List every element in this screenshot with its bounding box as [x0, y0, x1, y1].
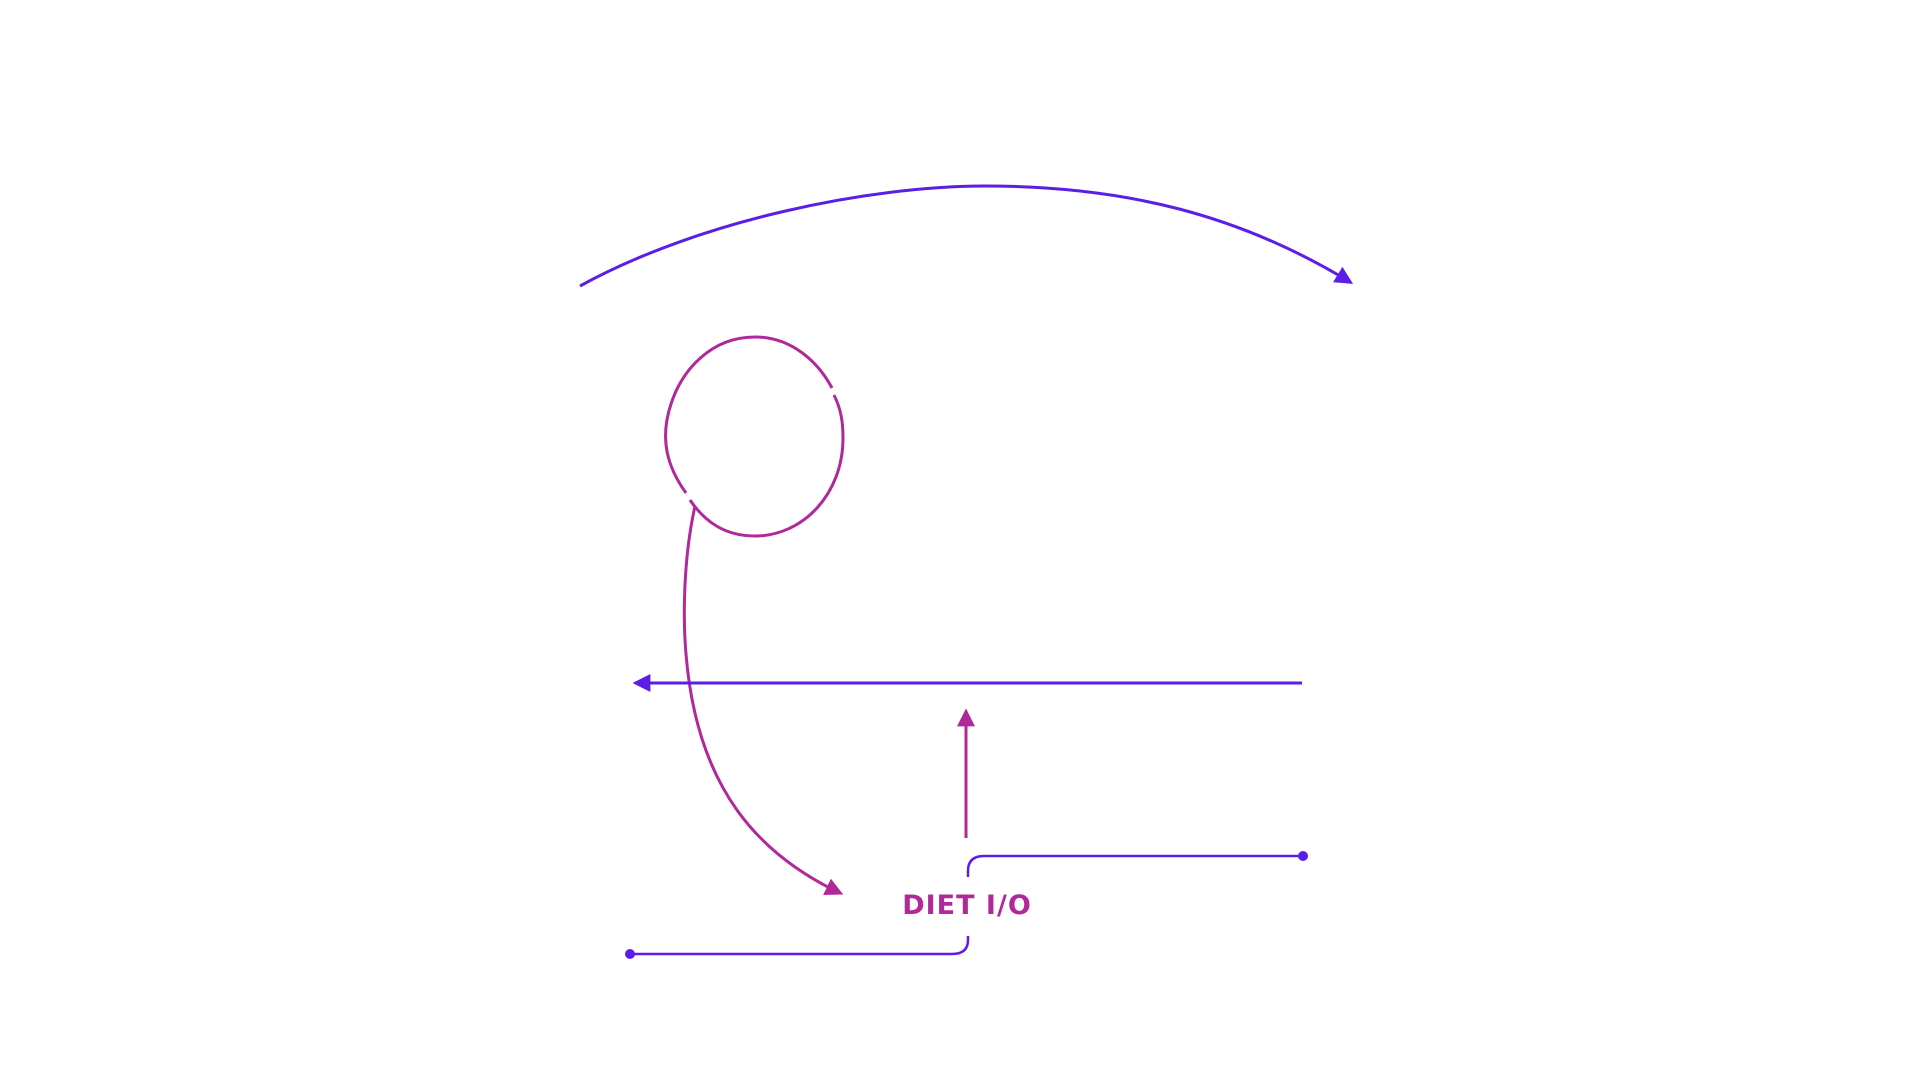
left-connector-dot — [625, 949, 635, 959]
diet-io-label: DIET I/O — [902, 890, 1032, 921]
loop-to-label-arrow — [682, 505, 844, 895]
right-connector-dot — [1298, 851, 1308, 861]
right-connector — [966, 854, 1302, 877]
loop-circle — [664, 335, 845, 538]
left-connector — [631, 936, 970, 956]
top-arc-arrow — [579, 184, 1354, 288]
